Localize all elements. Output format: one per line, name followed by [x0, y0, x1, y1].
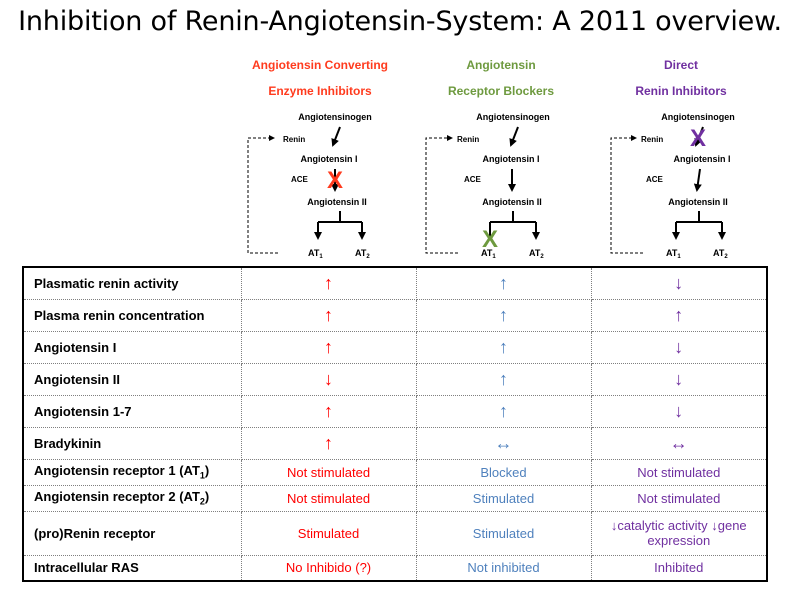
table-row: Angiotensin I ↑ ↑ ↓: [22, 330, 768, 364]
heading-line2: Enzyme Inhibitors: [268, 84, 372, 98]
dri-effect-cell: ↓: [590, 330, 768, 364]
heading-line2: Renin Inhibitors: [635, 84, 727, 98]
arb-effect-cell: Stimulated: [415, 484, 592, 512]
ace-effect-cell: No Inhibido (?): [240, 554, 417, 582]
block-x-icon: X: [690, 125, 706, 152]
arb-effect-cell: ↑: [415, 330, 592, 364]
arb-effect-cell: ↑: [415, 394, 592, 428]
at2-label: AT2: [355, 248, 370, 260]
comparison-table: Plasmatic renin activity ↑ ↑ ↓ Plasma re…: [22, 266, 768, 582]
ace-label: ACE: [464, 175, 482, 184]
angiotensin-ii-label: Angiotensin II: [668, 197, 728, 207]
dri-effect-cell: ↓: [590, 394, 768, 428]
block-x-icon: X: [482, 226, 498, 253]
conversion-arrow: [694, 126, 704, 147]
heading-line1: Direct: [663, 58, 698, 72]
ace-effect-cell: ↑: [240, 426, 417, 460]
ace-label: ACE: [291, 175, 309, 184]
receptor-blocker-diagram: Angiotensinogen Renin Angiotensin I ACE …: [425, 112, 550, 260]
angiotensinogen-label: Angiotensinogen: [298, 112, 372, 122]
ace-effect-cell: Stimulated: [240, 510, 417, 556]
ras-pathway-diagrams: Angiotensinogen Renin Angiotensin I ACE …: [247, 112, 735, 260]
angiotensin-i-label: Angiotensin I: [674, 154, 731, 164]
feedback-loop: [610, 135, 643, 254]
arb-effect-cell: Not inhibited: [415, 554, 592, 582]
ace-effect-cell: ↑: [240, 266, 417, 300]
table-row: (pro)Renin receptor Stimulated Stimulate…: [22, 510, 768, 556]
table-row: Angiotensin 1-7 ↑ ↑ ↓: [22, 394, 768, 428]
angiotensin-i-label: Angiotensin I: [483, 154, 540, 164]
arb-effect-cell: ↑: [415, 362, 592, 396]
table-row: Plasmatic renin activity ↑ ↑ ↓: [22, 266, 768, 300]
renin-label: Renin: [641, 135, 663, 144]
conversion-arrow: [509, 126, 519, 147]
table-row: Intracellular RAS No Inhibido (?) Not in…: [22, 554, 768, 582]
dri-effect-cell: ↑: [590, 298, 768, 332]
row-label: Angiotensin II: [22, 362, 242, 396]
row-label: Angiotensin receptor 1 (AT1): [22, 458, 242, 486]
table-row: Angiotensin receptor 1 (AT1) Not stimula…: [22, 458, 768, 486]
ace-inhibitors-heading: Angiotensin Converting Enzyme Inhibitors: [230, 52, 410, 104]
row-label: Angiotensin I: [22, 330, 242, 364]
row-label: Plasmatic renin activity: [22, 266, 242, 300]
row-label: Angiotensin 1-7: [22, 394, 242, 428]
dri-effect-cell: ↓: [590, 362, 768, 396]
at1-label: AT1: [481, 248, 496, 260]
at1-label: AT1: [308, 248, 323, 260]
dri-effect-cell: Not stimulated: [590, 458, 768, 486]
table-row: Angiotensin receptor 2 (AT2) Not stimula…: [22, 484, 768, 512]
feedback-loop: [425, 135, 458, 254]
renin-label: Renin: [283, 135, 305, 144]
dri-effect-cell: Inhibited: [590, 554, 768, 582]
ace-effect-cell: ↑: [240, 298, 417, 332]
ace-effect-cell: ↑: [240, 394, 417, 428]
row-label: Intracellular RAS: [22, 554, 242, 582]
arb-effect-cell: ↑: [415, 266, 592, 300]
dri-effect-cell: ↓: [590, 266, 768, 300]
table-row: Bradykinin ↑ ↔ ↔: [22, 426, 768, 460]
angiotensinogen-label: Angiotensinogen: [661, 112, 735, 122]
feedback-loop: [247, 135, 278, 254]
heading-line2: Receptor Blockers: [447, 84, 555, 98]
dri-effect-cell: ↓catalytic activity ↓gene expression: [590, 510, 768, 556]
row-label: Angiotensin receptor 2 (AT2): [22, 484, 242, 512]
ace-effect-cell: Not stimulated: [240, 458, 417, 486]
at1-label: AT1: [666, 248, 681, 260]
angiotensin-ii-label: Angiotensin II: [482, 197, 542, 207]
row-label: Bradykinin: [22, 426, 242, 460]
ace-effect-cell: ↑: [240, 330, 417, 364]
table-row: Plasma renin concentration ↑ ↑ ↑: [22, 298, 768, 332]
renin-inhibitor-diagram: Angiotensinogen X Renin Angiotensin I AC…: [610, 112, 735, 260]
heading-line1: Angiotensin: [466, 58, 536, 72]
row-label: (pro)Renin receptor: [22, 510, 242, 556]
renin-inhibitors-heading: Direct Renin Inhibitors: [591, 52, 771, 104]
heading-line1: Angiotensin Converting: [252, 58, 388, 72]
arb-effect-cell: Stimulated: [415, 510, 592, 556]
angiotensin-i-label: Angiotensin I: [301, 154, 358, 164]
block-x-icon: X: [327, 167, 343, 194]
arb-effect-cell: Blocked: [415, 458, 592, 486]
ace-effect-cell: Not stimulated: [240, 484, 417, 512]
ace-inhibitor-diagram: Angiotensinogen Renin Angiotensin I ACE …: [247, 112, 372, 260]
at2-label: AT2: [529, 248, 544, 260]
ace-effect-cell: ↓: [240, 362, 417, 396]
receptor-branch: [489, 211, 537, 237]
conversion-arrow: [693, 168, 702, 192]
table-row: Angiotensin II ↓ ↑ ↓: [22, 362, 768, 396]
row-label: Plasma renin concentration: [22, 298, 242, 332]
dri-effect-cell: Not stimulated: [590, 484, 768, 512]
at2-label: AT2: [713, 248, 728, 260]
dri-effect-cell: ↔: [590, 426, 768, 460]
receptor-branch: [675, 211, 723, 237]
angiotensinogen-label: Angiotensinogen: [476, 112, 550, 122]
conversion-arrow: [331, 126, 341, 147]
arb-effect-cell: ↑: [415, 298, 592, 332]
angiotensin-ii-label: Angiotensin II: [307, 197, 367, 207]
arb-effect-cell: ↔: [415, 426, 592, 460]
receptor-blockers-heading: Angiotensin Receptor Blockers: [411, 52, 591, 104]
renin-label: Renin: [457, 135, 479, 144]
page-title: Inhibition of Renin-Angiotensin-System: …: [18, 6, 782, 37]
receptor-branch: [317, 211, 363, 237]
ace-label: ACE: [646, 175, 664, 184]
